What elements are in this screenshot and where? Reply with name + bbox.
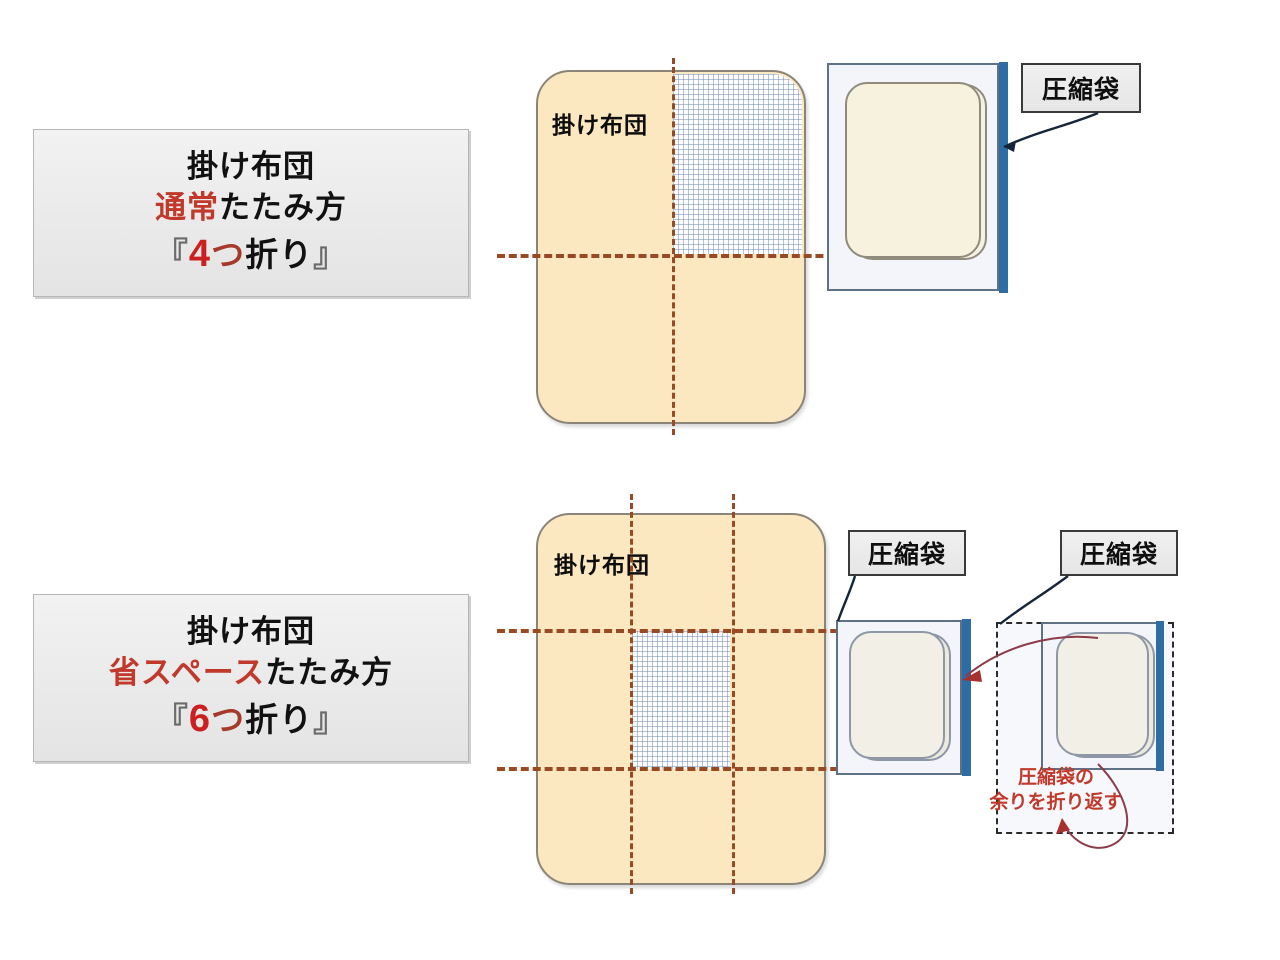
leader-line-normal-icon — [1003, 111, 1099, 149]
caption-bracket-open: 『 — [154, 701, 189, 739]
caption-line-3: 『4つ折り』 — [155, 231, 347, 279]
futon-label-space-saving: 掛け布団 — [554, 552, 650, 578]
fold-line-vertical-right-space-saving — [732, 494, 735, 894]
caption-line-2: 通常たたみ方 — [155, 188, 347, 227]
fold-line-horizontal-bottom-space-saving — [497, 767, 862, 771]
caption-line-2-rest: たたみ方 — [265, 655, 394, 691]
caption-bracket-open: 『 — [154, 236, 189, 274]
caption-highlight: 通常 — [155, 190, 219, 226]
bag-seal-strip-normal — [999, 62, 1008, 293]
caption-line-3: 『6つ折り』 — [155, 696, 347, 744]
caption-box-normal-fold: 掛け布団 通常たたみ方 『4つ折り』 — [33, 129, 469, 297]
caption-fold-count: 6 — [188, 698, 212, 741]
caption-line-1: 掛け布団 — [187, 614, 315, 650]
bag-seal-strip-packed — [962, 619, 971, 776]
caption-highlight: 省スペース — [108, 655, 266, 691]
caption-fold-tail: 折り — [245, 236, 314, 274]
fold-line-vertical-normal — [672, 58, 675, 435]
futon-label-normal: 掛け布団 — [552, 112, 648, 138]
caption-bracket-close: 』 — [313, 236, 348, 274]
fold-line-horizontal-top-space-saving — [497, 629, 862, 633]
bag-seal-strip-folded-back — [1156, 621, 1164, 771]
caption-line-2-rest: たたみ方 — [219, 190, 347, 226]
folded-futon-layer-front-normal — [845, 82, 981, 258]
caption-bracket-close: 』 — [313, 701, 348, 739]
note-fold-excess-line-2: 余りを折り返す — [989, 791, 1123, 813]
folded-size-hatch-normal — [673, 74, 802, 254]
callout-compression-bag-packed: 圧縮袋 — [848, 530, 966, 576]
leader-line-folded-back-icon — [999, 575, 1069, 625]
callout-compression-bag-normal: 圧縮袋 — [1021, 63, 1141, 113]
folded-futon-layer-front-folded — [1056, 632, 1149, 756]
caption-box-space-saving-fold: 掛け布団 省スペースたたみ方 『6つ折り』 — [33, 594, 469, 762]
caption-fold-tail: 折り — [245, 701, 314, 739]
caption-fold-counter: つ — [211, 701, 246, 739]
caption-fold-count: 4 — [188, 233, 212, 276]
callout-compression-bag-folded-back: 圧縮袋 — [1060, 530, 1178, 576]
folded-futon-layer-front-packed — [849, 631, 945, 759]
note-fold-excess-line-1: 圧縮袋の — [1017, 767, 1094, 788]
caption-fold-counter: つ — [211, 236, 246, 274]
folded-size-hatch-space-saving — [632, 631, 730, 769]
caption-line-2: 省スペースたたみ方 — [109, 653, 393, 692]
fold-line-vertical-left-space-saving — [630, 494, 633, 894]
leader-line-packed-icon — [836, 575, 857, 622]
note-fold-excess: 圧縮袋の 余りを折り返す — [966, 766, 1146, 815]
caption-line-1: 掛け布団 — [187, 149, 315, 185]
